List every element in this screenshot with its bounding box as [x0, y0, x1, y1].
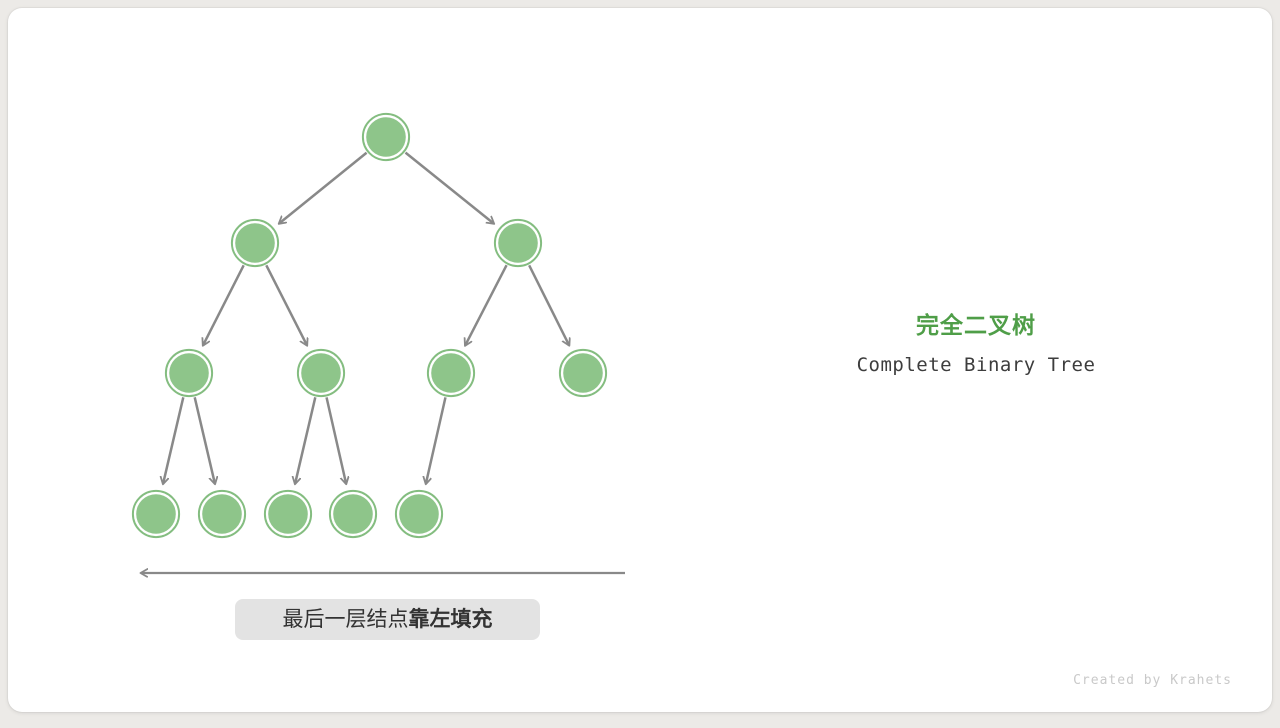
tree-node: [498, 223, 538, 263]
tree-node: [366, 117, 406, 157]
tree-node-ring: [493, 218, 543, 268]
tree-node-ring: [394, 489, 444, 539]
tree-edges: [163, 151, 569, 484]
tree-node: [333, 494, 373, 534]
tree-node: [431, 353, 471, 393]
tree-edge: [426, 397, 447, 483]
tree-edge: [325, 397, 347, 483]
caption-prefix: 最后一层结点: [282, 608, 409, 631]
tree-node-ring: [164, 348, 214, 398]
tree-nodes: [131, 112, 608, 539]
tree-node-ring: [197, 489, 247, 539]
tree-node-ring: [263, 489, 313, 539]
tree-edge: [295, 397, 317, 483]
tree-node: [202, 494, 242, 534]
diagram-card: 完全二叉树 Complete Binary Tree 最后一层结点靠左填充 Cr…: [8, 8, 1272, 712]
tree-node-ring: [558, 348, 608, 398]
tree-node-ring: [361, 112, 411, 162]
tree-node-ring: [426, 348, 476, 398]
title-chinese: 完全二叉树: [916, 312, 1036, 338]
tree-node: [235, 223, 275, 263]
tree-node-ring: [131, 489, 181, 539]
tree-edge: [404, 151, 493, 224]
title-block: 完全二叉树 Complete Binary Tree: [808, 306, 1144, 376]
tree-edge: [528, 264, 569, 345]
tree-node: [169, 353, 209, 393]
caption-bold: 靠左填充: [408, 608, 493, 631]
tree-node: [268, 494, 308, 534]
credit-text: Created by Krahets: [1073, 673, 1232, 688]
tree-edge: [193, 397, 215, 483]
tree-edge: [265, 264, 307, 345]
tree-node: [399, 494, 439, 534]
tree-edge: [279, 151, 368, 224]
tree-edge: [465, 264, 508, 345]
caption-box: 最后一层结点靠左填充: [235, 599, 540, 640]
tree-node-ring: [328, 489, 378, 539]
tree-edge: [203, 264, 245, 345]
title-english: Complete Binary Tree: [856, 354, 1096, 376]
tree-edge: [163, 397, 185, 483]
tree-node: [136, 494, 176, 534]
tree-node: [563, 353, 603, 393]
tree-node-ring: [230, 218, 280, 268]
tree-node: [301, 353, 341, 393]
tree-node-ring: [296, 348, 346, 398]
